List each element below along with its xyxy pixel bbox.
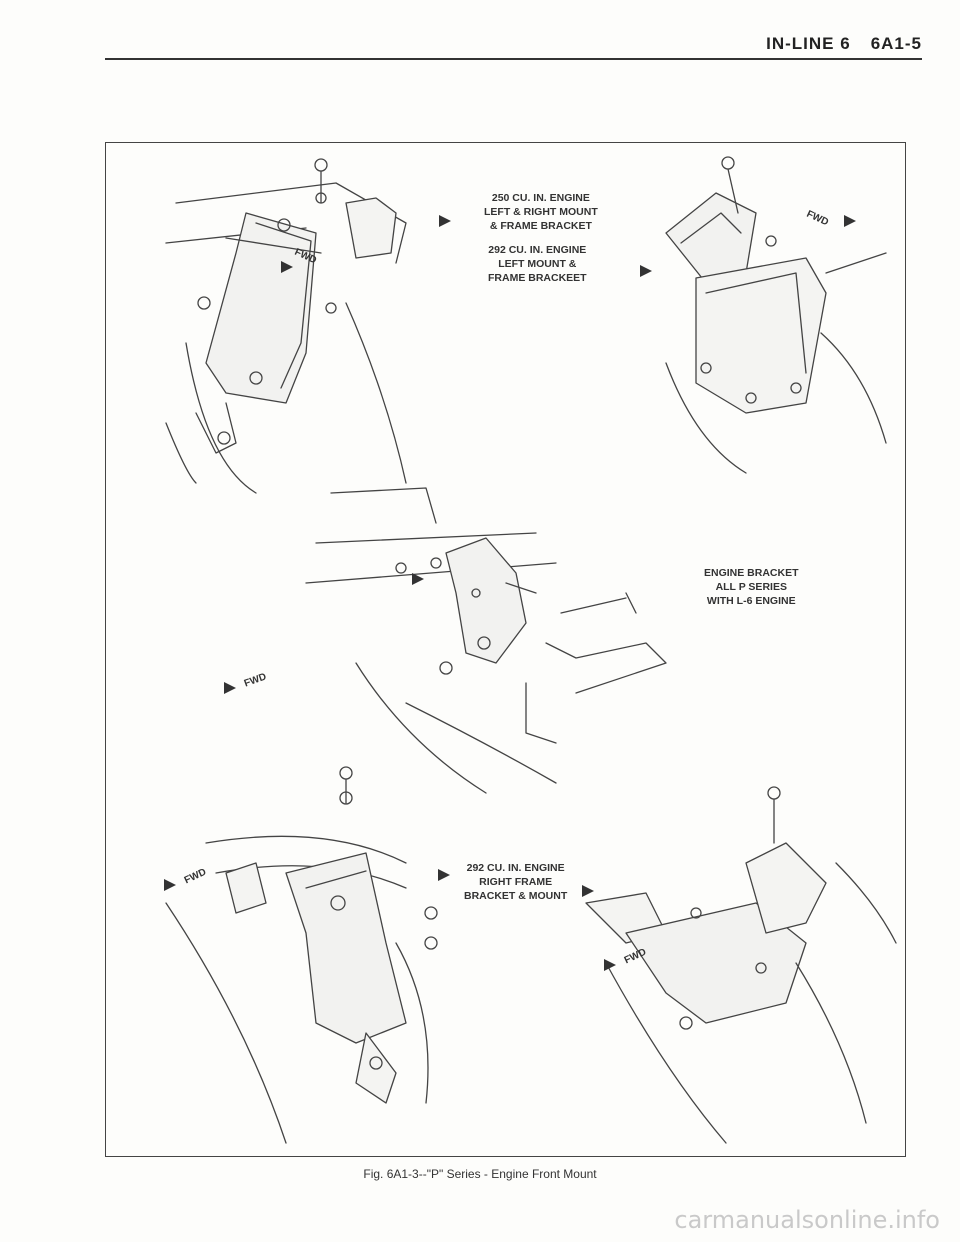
header-section: IN-LINE 6	[766, 34, 851, 53]
illustration-292-right-mount-alt	[585, 786, 897, 1144]
callout-250-engine: 250 CU. IN. ENGINE LEFT & RIGHT MOUNT & …	[484, 192, 598, 232]
header-rule	[105, 58, 922, 60]
arrow-right-icon	[582, 885, 594, 897]
illustration-engine-bracket	[305, 487, 667, 794]
header-page-number: 6A1-5	[870, 34, 922, 53]
arrow-left-icon	[439, 215, 451, 227]
illustration-292-left-mount	[665, 156, 887, 474]
page-header: IN-LINE 6 6A1-5	[0, 0, 960, 70]
arrow-right-icon	[640, 265, 652, 277]
figure-caption: Fig. 6A1-3--"P" Series - Engine Front Mo…	[363, 1167, 597, 1181]
arrow-left-icon	[438, 869, 450, 881]
illustration-292-right-mount	[165, 766, 438, 1144]
engine-mount-illustration	[164, 156, 897, 1144]
callout-engine-bracket: ENGINE BRACKET ALL P SERIES WITH L-6 ENG…	[704, 567, 799, 607]
callout-292-right-frame: 292 CU. IN. ENGINE RIGHT FRAME BRACKET &…	[464, 862, 568, 902]
header-title: IN-LINE 6 6A1-5	[766, 34, 922, 54]
watermark: carmanualsonline.info	[674, 1206, 940, 1234]
callout-292-left-mount: 292 CU. IN. ENGINE LEFT MOUNT & FRAME BR…	[488, 244, 587, 284]
arrow-left-icon	[412, 573, 424, 585]
arrow-right-icon	[281, 261, 293, 273]
arrow-left-icon	[224, 682, 236, 694]
arrow-right-icon	[844, 215, 856, 227]
arrow-left-icon	[164, 879, 176, 891]
figure-frame: 250 CU. IN. ENGINE LEFT & RIGHT MOUNT & …	[105, 142, 906, 1157]
illustration-250-mount	[165, 158, 407, 494]
arrow-left-icon	[604, 959, 616, 971]
